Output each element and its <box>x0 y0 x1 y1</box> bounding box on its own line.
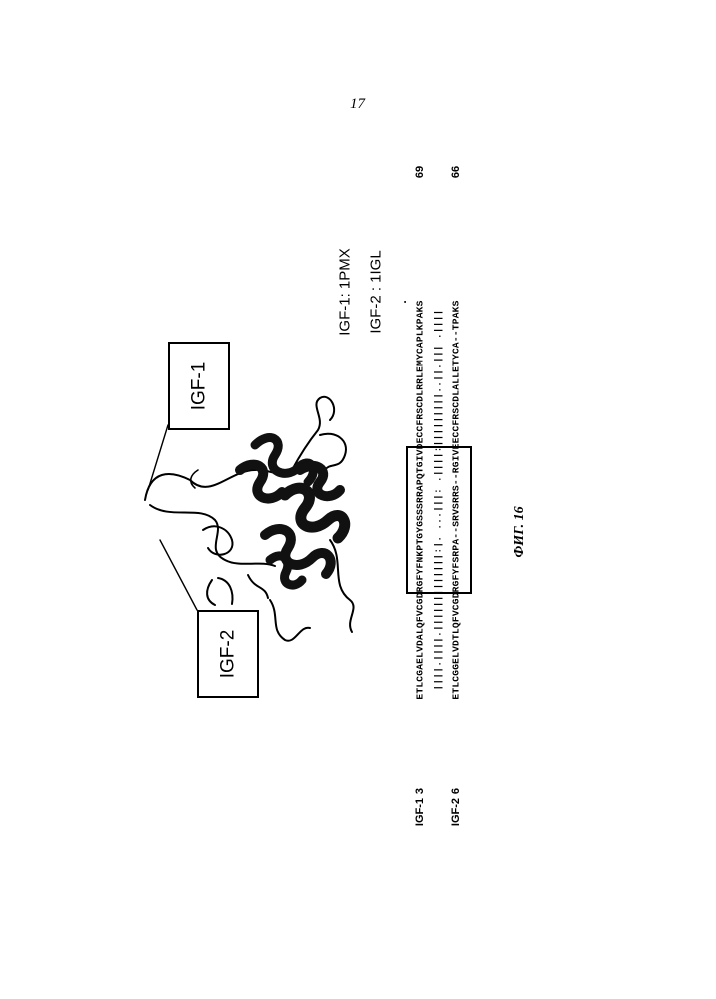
igf2-seq-end: 66 <box>450 166 462 178</box>
igf1-leader-line <box>148 425 168 490</box>
igf1-seq-end: 69 <box>414 166 426 178</box>
igf2-seq-start: 6 <box>450 788 462 794</box>
figure-label: ФИГ. 16 <box>512 506 528 557</box>
alignment-dot: . <box>395 300 409 303</box>
igf2-label-box: IGF-2 <box>197 610 259 698</box>
coil-loop <box>320 434 346 470</box>
coil-loop <box>270 600 310 641</box>
helix <box>265 529 331 574</box>
coil-loop <box>248 575 268 598</box>
pdb-id-igf1: IGF-1: 1PMX <box>337 248 354 336</box>
coil-loop <box>218 578 232 604</box>
igf1-label: IGF-1 <box>188 362 210 411</box>
igf1-seq-name: IGF-1 <box>414 798 426 826</box>
variable-region-box <box>406 446 472 594</box>
igf2-leader-line <box>160 540 197 610</box>
coil-loop <box>330 540 354 632</box>
pdb-id-igf2: IGF-2 : 1IGL <box>368 250 385 333</box>
igf1-label-box: IGF-1 <box>168 342 230 430</box>
igf1-seq-start: 3 <box>414 788 426 794</box>
igf2-label: IGF-2 <box>217 630 239 679</box>
coil-fragment <box>207 580 215 605</box>
igf2-seq-name: IGF-2 <box>450 798 462 826</box>
